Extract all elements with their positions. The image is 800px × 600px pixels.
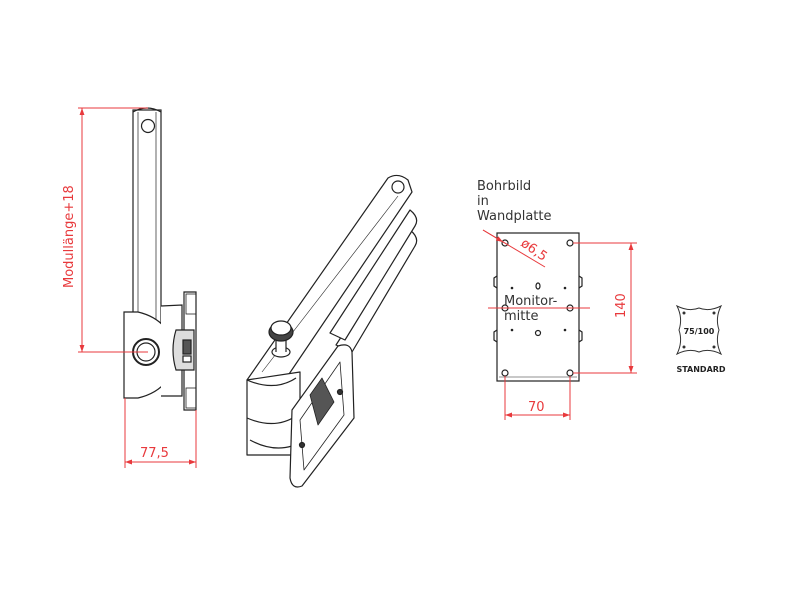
width-77-5-label: 77,5: [140, 446, 169, 461]
monitor-center-line1: Monitor-: [504, 294, 558, 309]
isometric-view-drawing: [246, 174, 418, 488]
height-140-label: 140: [614, 293, 629, 318]
side-view-drawing: [123, 107, 197, 411]
side-view-dimensions: [78, 107, 197, 468]
drilling-title-line1: Bohrbild: [477, 179, 531, 194]
drilling-dimensions: [482, 229, 637, 420]
monitor-center-line2: mitte: [504, 309, 538, 324]
module-length-label: Modullänge+18: [62, 185, 77, 288]
drilling-title-line2: in: [477, 194, 489, 209]
drilling-title-line3: Wandplatte: [477, 209, 552, 224]
vesa-small-holes: [510, 286, 567, 332]
vesa-plate-icon: [675, 304, 723, 356]
width-70-label: 70: [528, 400, 545, 415]
vesa-standard-caption: STANDARD: [676, 365, 725, 374]
tube-hole: [140, 118, 156, 134]
vesa-size-label: 75/100: [684, 327, 715, 336]
wall-plate-drawing: [493, 232, 583, 382]
